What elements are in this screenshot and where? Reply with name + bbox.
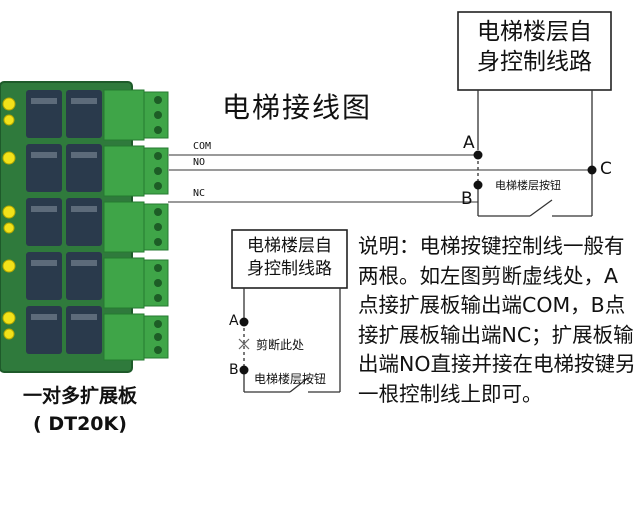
com-label: COM (193, 141, 212, 152)
led (3, 114, 15, 126)
terminal-block (103, 89, 145, 141)
led-column (2, 97, 16, 340)
no-label: NO (193, 157, 206, 168)
output-wires (168, 154, 592, 203)
small-point-b (239, 365, 249, 375)
switch-contact (529, 199, 553, 217)
led (2, 311, 16, 325)
point-b (473, 180, 483, 190)
cut-label: 剪断此处 (256, 338, 305, 352)
small-control-box (231, 229, 348, 289)
relay (66, 144, 102, 192)
top-circuit (457, 11, 612, 217)
relay (26, 198, 62, 246)
led (3, 328, 15, 340)
led (2, 151, 16, 165)
terminal-block (103, 201, 145, 253)
relay (66, 90, 102, 138)
small-box-line2: 身控制线路 (247, 259, 332, 279)
terminal-blocks (103, 89, 169, 361)
small-button-label: 电梯楼层按钮 (254, 372, 327, 386)
point-c (587, 165, 597, 175)
relay (26, 144, 62, 192)
relay (26, 90, 62, 138)
small-point-a-label: A (229, 313, 239, 329)
point-a-label: A (463, 133, 475, 153)
relay (66, 306, 102, 354)
top-control-box (457, 11, 612, 91)
top-box-line2: 身控制线路 (477, 49, 592, 75)
led (3, 222, 15, 234)
board-caption: 一对多扩展板 ( DT20K) (0, 382, 160, 438)
relay-board (0, 81, 169, 373)
nc-label: NC (193, 188, 206, 199)
terminal-block (103, 313, 145, 361)
button-label: 电梯楼层按钮 (495, 179, 561, 192)
top-box-line1: 电梯楼层自 (477, 19, 592, 45)
board-name: 一对多扩展板 (22, 385, 137, 407)
terminal-block (103, 145, 145, 197)
led (2, 97, 16, 111)
led (2, 259, 16, 273)
top-box-label: 电梯楼层自 身控制线路 (458, 17, 611, 77)
small-box-label: 电梯楼层自 身控制线路 (232, 235, 347, 281)
relay-grid (26, 90, 102, 354)
relay (26, 252, 62, 300)
small-point-a (239, 317, 249, 327)
terminal-block (103, 257, 145, 309)
point-a (473, 150, 483, 160)
small-switch-contact (289, 377, 309, 393)
small-box-line1: 电梯楼层自 (247, 236, 332, 256)
description-text: 说明：电梯按键控制线一般有两根。如左图剪断虚线处，A点接扩展板输出端COM，B点… (358, 234, 636, 406)
small-point-b-label: B (229, 362, 239, 378)
board-model: ( DT20K) (33, 413, 127, 435)
relay (66, 198, 102, 246)
cut-mark-icon (238, 338, 250, 350)
led (2, 205, 16, 219)
relay (66, 252, 102, 300)
small-circuit (231, 229, 348, 393)
point-c-label: C (600, 159, 612, 179)
diagram-title: 电梯接线图 (222, 91, 373, 124)
relay (26, 306, 62, 354)
point-b-label: B (461, 189, 473, 209)
